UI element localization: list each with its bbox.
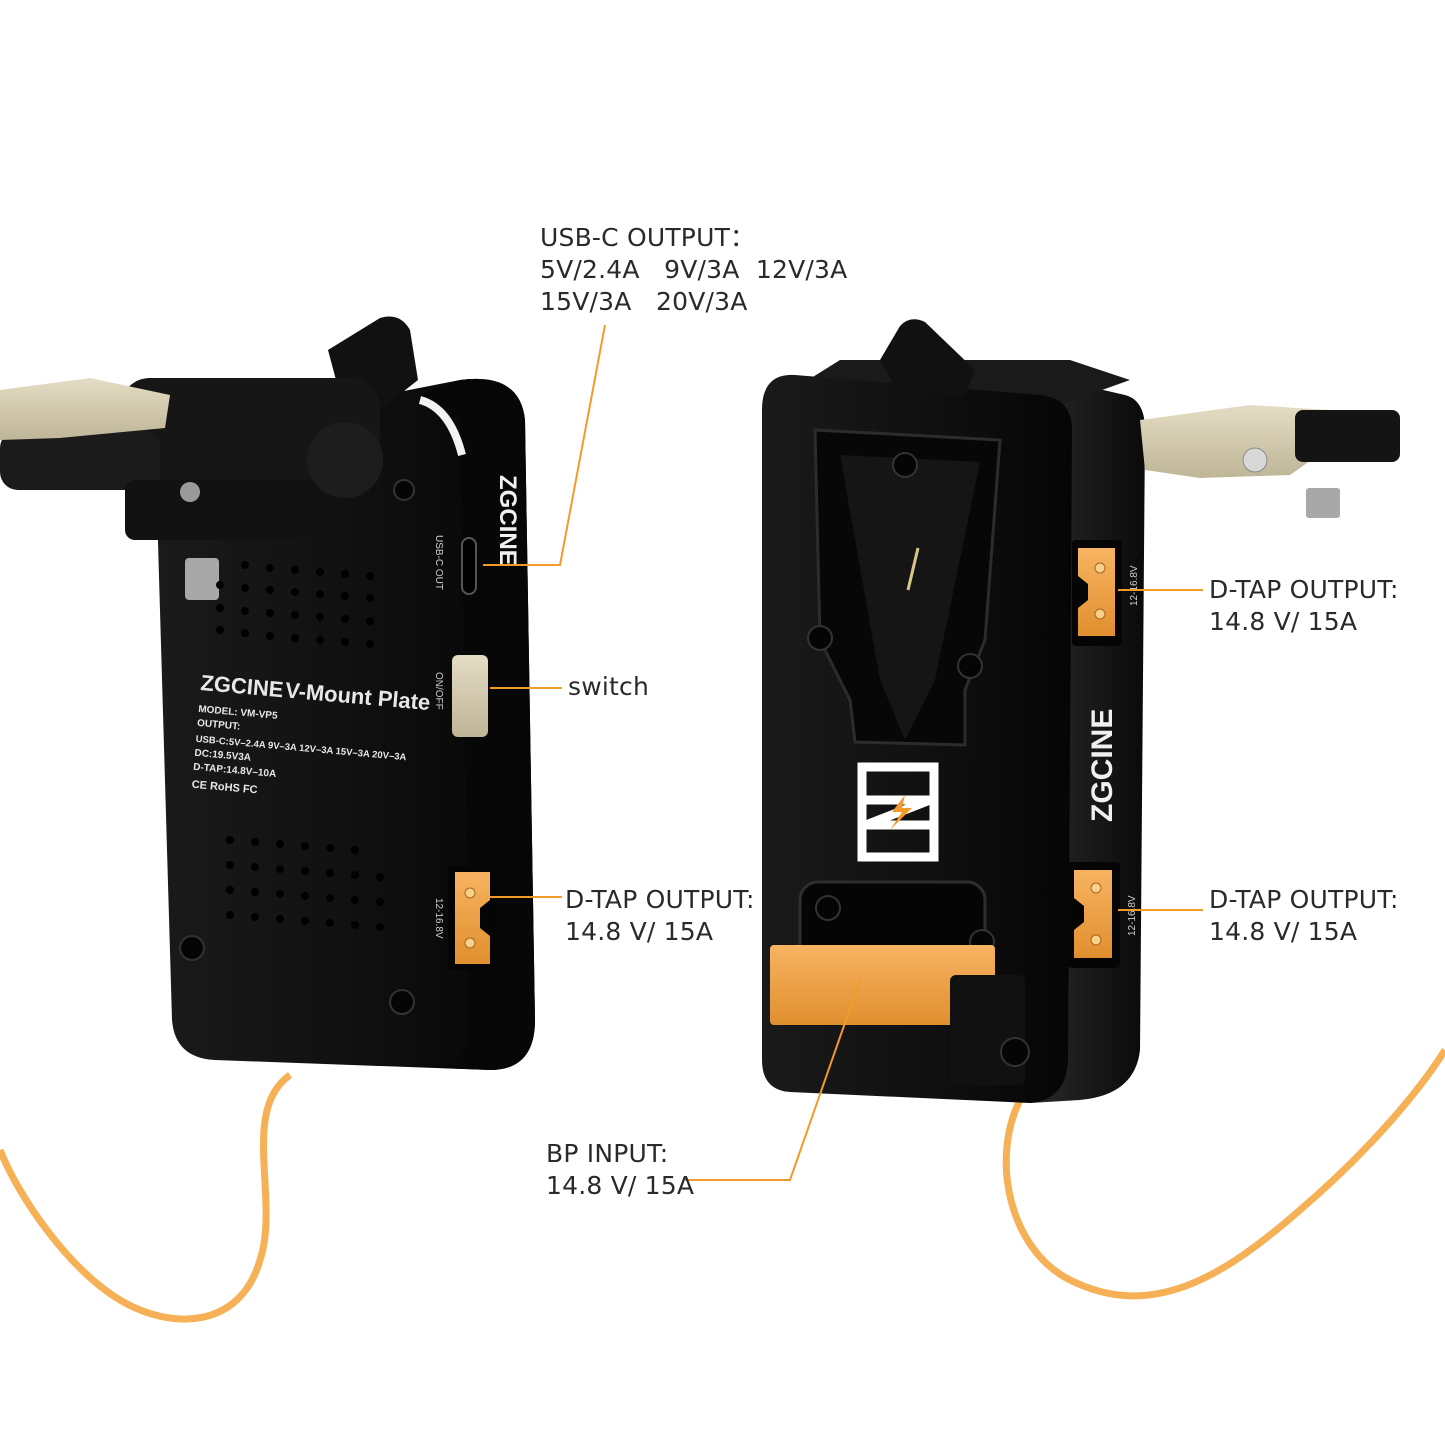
left-vent-holes-bottom (226, 836, 384, 931)
right-bottom-dtap-output-value: 14.8 V/ 15A (1209, 917, 1358, 946)
right-dtap-label-top: 12-16.8V (1129, 565, 1140, 606)
right-thread-screw-icon (1306, 488, 1340, 518)
usb-c-output-callout: USB-C OUTPUT： 5V/2.4A 9V/3A 12V/3A 15V/3… (540, 222, 847, 318)
usb-c-output-line1: 5V/2.4A 9V/3A 12V/3A (540, 255, 848, 284)
left-dtap-label: 12-16.8V (433, 898, 444, 939)
right-top-dtap-output-callout: D-TAP OUTPUT: 14.8 V/ 15A (1209, 574, 1399, 638)
left-clamp-arm (0, 430, 160, 490)
left-clamp-bar (125, 480, 335, 540)
right-clamp-arm (1295, 410, 1400, 462)
right-power-cable (1002, 1048, 1445, 1300)
right-screw-icon (1000, 1037, 1030, 1067)
right-vmount-wedge (840, 455, 980, 740)
left-dtap-output-value: 14.8 V/ 15A (565, 917, 714, 946)
usb-c-output-title: USB-C OUTPUT： (540, 223, 756, 252)
right-z-logo-icon (857, 762, 939, 862)
right-bp-input-connector (770, 945, 995, 1025)
right-dtap-pin-icon (1094, 562, 1106, 574)
left-device: ZGCINE V-Mount Plate MODEL: VM-VP5 OUTPU… (0, 316, 535, 1323)
left-dtap-output-title: D-TAP OUTPUT: (565, 885, 755, 914)
left-label-output-heading: OUTPUT: (197, 718, 241, 733)
right-dtap-pin-icon (1090, 934, 1102, 946)
usb-c-leader-line (483, 324, 606, 566)
bp-input-value: 14.8 V/ 15A (546, 1171, 695, 1200)
left-label-spec-dc: DC:19.5V3A (194, 748, 251, 764)
left-screw-icon (393, 479, 415, 501)
right-top-fin (880, 319, 975, 395)
left-white-stripe (418, 396, 466, 457)
left-clamp-lever (0, 378, 170, 440)
left-usb-port-label: USB-C OUT (433, 535, 444, 590)
right-dtap-port-bottom (1074, 870, 1112, 958)
right-screw-icon (892, 452, 918, 478)
left-power-cable (0, 1072, 293, 1323)
right-top-dtap-output-value: 14.8 V/ 15A (1209, 607, 1358, 636)
bp-input-leader-line (685, 979, 861, 1181)
right-screw-icon (957, 653, 983, 679)
usb-c-output-line2: 15V/3A 20V/3A (540, 287, 748, 316)
right-dtap-label-bottom: 12-16.8V (1127, 895, 1138, 936)
right-vmount-highlight (906, 547, 920, 591)
right-dtap-pin-icon (1094, 608, 1106, 620)
left-dtap-output-callout: D-TAP OUTPUT: 14.8 V/ 15A (565, 884, 755, 948)
left-screw-icon (389, 989, 415, 1015)
left-label-cert-marks: CE RoHS FC (191, 779, 258, 797)
right-device: ZGCINE 12-16.8V 12-16.8V (762, 319, 1445, 1300)
right-bottom-dtap-output-title: D-TAP OUTPUT: (1209, 885, 1399, 914)
switch-callout: switch (568, 671, 649, 703)
left-vent-holes-top (216, 561, 374, 648)
right-bottom-dtap-output-callout: D-TAP OUTPUT: 14.8 V/ 15A (1209, 884, 1399, 948)
right-bp-connector-block (950, 975, 1025, 1085)
right-side-brand: ZGCINE (1086, 709, 1119, 822)
left-screw-icon (179, 935, 205, 961)
right-clamp-screw-icon (1242, 447, 1268, 473)
left-dtap-port (455, 872, 490, 964)
bp-input-callout: BP INPUT: 14.8 V/ 15A (546, 1138, 694, 1202)
bp-input-title: BP INPUT: (546, 1139, 669, 1168)
left-usb-c-port (461, 537, 477, 595)
left-knob (307, 422, 383, 498)
left-thread-screw-icon (185, 558, 219, 600)
switch-callout-label: switch (568, 672, 650, 701)
left-clamp-screw-icon (180, 482, 200, 502)
right-screw-icon (815, 895, 841, 921)
right-screw-icon (807, 625, 833, 651)
left-dtap-pin-icon (464, 937, 476, 949)
right-dtap-port-top (1078, 548, 1115, 636)
left-device-body (155, 378, 535, 1070)
right-dtap-pin-icon (1090, 882, 1102, 894)
left-power-switch (452, 655, 488, 737)
right-top-dtap-output-title: D-TAP OUTPUT: (1209, 575, 1399, 604)
left-switch-label: ON/OFF (433, 672, 444, 710)
left-dtap-pin-icon (464, 887, 476, 899)
left-side-brand: ZGCINE (494, 475, 521, 566)
callout-leader-lines (483, 324, 1203, 1181)
right-clamp-lever (1140, 405, 1340, 478)
